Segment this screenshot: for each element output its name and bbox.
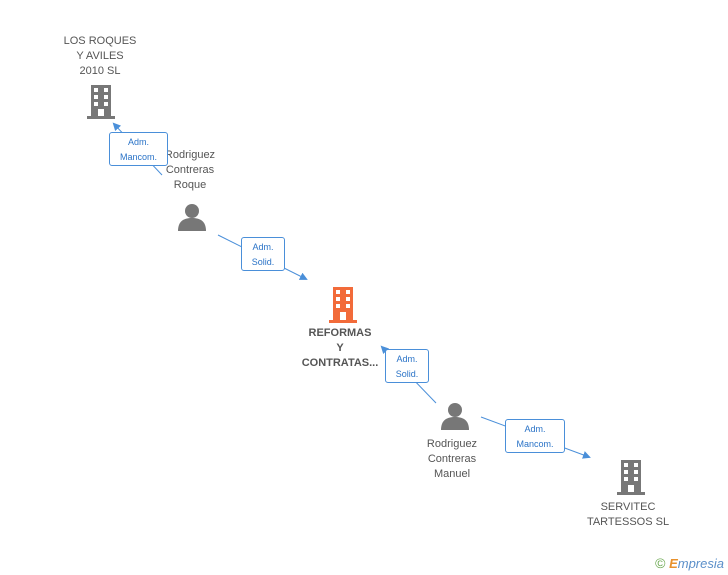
copyright-icon: © [655,555,666,571]
badge-line: Adm. [524,424,546,434]
badge-line: Adm. [396,354,418,364]
building-icon [87,85,115,119]
person-icon [178,204,206,231]
company-name-los-roques: LOS ROQUES Y AVILES 2010 SL [63,35,137,77]
badge-line: Adm. [127,137,149,147]
role-badge-adm-solid[interactable]: Adm. Solid. [385,349,429,383]
badge-line: Solid. [251,257,275,267]
company-name-reformas: REFORMAS Y CONTRATAS... [301,327,379,369]
logo-letter: E [669,556,678,571]
empresia-logo: © Empresia [655,555,724,571]
badge-line: Mancom. [516,439,554,449]
person-icon [441,403,469,430]
role-badge-adm-solid[interactable]: Adm. Solid. [241,237,285,271]
company-name-servitec: SERVITEC TARTESSOS SL [586,501,670,528]
building-icon [617,460,645,495]
role-badge-adm-mancom[interactable]: Adm. Mancom. [505,419,565,453]
badge-line: Mancom. [119,152,157,162]
badge-line: Solid. [395,369,419,379]
logo-text: mpresia [677,556,724,571]
person-name-roque: Rodriguez Contreras Roque [164,149,216,191]
role-badge-adm-mancom[interactable]: Adm. Mancom. [109,132,168,166]
building-icon [329,287,357,323]
person-name-manuel: Rodriguez Contreras Manuel [426,438,478,480]
badge-line: Adm. [252,242,274,252]
